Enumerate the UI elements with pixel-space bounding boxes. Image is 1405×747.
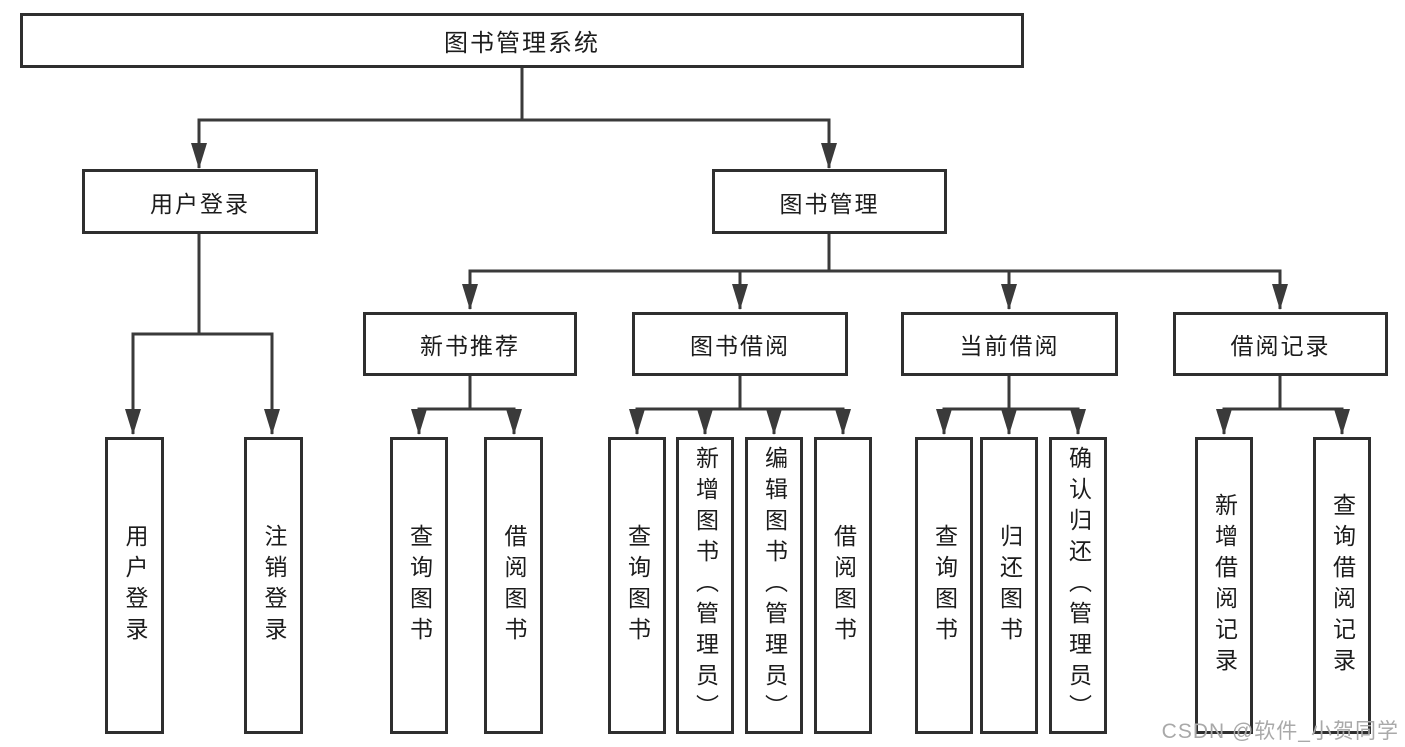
leaf-add-books-admin: 新增图书（管理员） (676, 437, 734, 734)
leaf-label: 查询借阅记录 (1329, 492, 1356, 679)
leaf-label: 确认归还（管理员） (1065, 446, 1092, 725)
leaf-label: 用户登录 (122, 523, 148, 648)
leaf-edit-books-admin: 编辑图书（管理员） (745, 437, 803, 734)
node-library-management-system: 图书管理系统 (20, 13, 1024, 68)
leaf-label: 查询图书 (931, 523, 958, 648)
node-current-borrow: 当前借阅 (901, 312, 1118, 376)
node-borrow-records: 借阅记录 (1173, 312, 1388, 376)
leaf-borrow-books: 借阅图书 (814, 437, 872, 734)
leaf-label: 归还图书 (996, 523, 1023, 648)
node-book-borrow: 图书借阅 (632, 312, 848, 376)
leaf-label: 借阅图书 (830, 523, 857, 648)
leaf-return-books: 归还图书 (980, 437, 1038, 734)
node-label: 当前借阅 (959, 333, 1060, 359)
node-new-book-recommend: 新书推荐 (363, 312, 577, 376)
leaf-user-login: 用户登录 (105, 437, 164, 734)
leaf-logout: 注销登录 (244, 437, 303, 734)
leaf-borrow-books-recommend: 借阅图书 (484, 437, 543, 734)
node-user-login: 用户登录 (82, 169, 318, 234)
node-label: 图书管理系统 (444, 30, 600, 57)
leaf-query-books-current: 查询图书 (915, 437, 973, 734)
node-label: 用户登录 (150, 190, 250, 217)
csdn-watermark: CSDN @软件_小贺同学 (1161, 720, 1399, 743)
leaf-label: 新增图书（管理员） (692, 446, 719, 725)
leaf-query-books-borrow: 查询图书 (608, 437, 666, 734)
node-book-management: 图书管理 (712, 169, 947, 234)
leaf-confirm-return-admin: 确认归还（管理员） (1049, 437, 1107, 734)
node-label: 图书借阅 (690, 333, 790, 359)
leaf-label: 新增借阅记录 (1211, 492, 1238, 679)
leaf-add-borrow-record: 新增借阅记录 (1195, 437, 1253, 734)
leaf-label: 编辑图书（管理员） (761, 446, 788, 725)
node-label: 借阅记录 (1230, 333, 1331, 359)
leaf-label: 借阅图书 (501, 523, 527, 648)
node-label: 新书推荐 (420, 333, 520, 359)
node-label: 图书管理 (779, 190, 880, 217)
leaf-label: 注销登录 (261, 523, 287, 648)
leaf-label: 查询图书 (624, 523, 651, 648)
leaf-query-books-recommend: 查询图书 (390, 437, 448, 734)
leaf-label: 查询图书 (406, 523, 433, 648)
leaf-query-borrow-record: 查询借阅记录 (1313, 437, 1371, 734)
